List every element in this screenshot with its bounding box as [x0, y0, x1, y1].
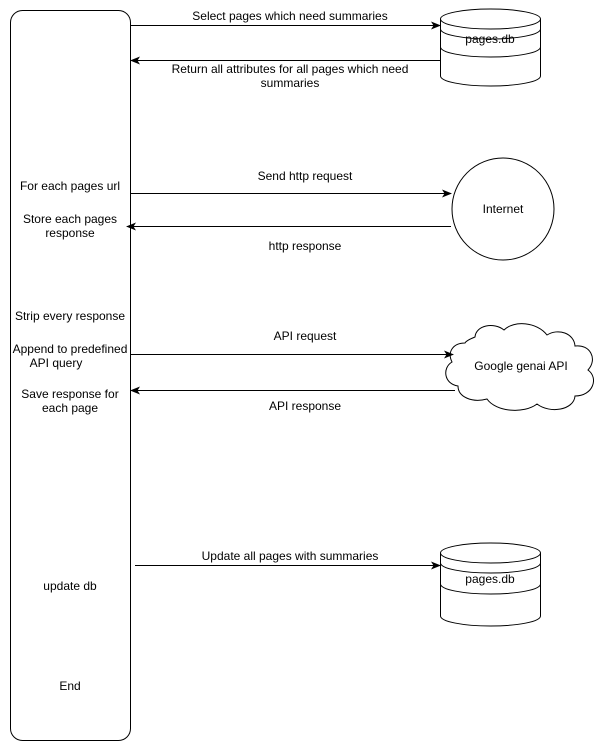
- internet-label: Internet: [483, 202, 524, 216]
- step-strip-response: Strip every response: [15, 309, 125, 323]
- database-icon-top: pages.db: [440, 8, 541, 87]
- edge-label-http-response: http response: [269, 239, 342, 253]
- process-lane: [10, 10, 131, 741]
- edge-label-send-http: Send http request: [258, 169, 353, 183]
- edge-label-return-attributes-line1: Return all attributes for all pages whic…: [172, 62, 409, 76]
- edge-label-update-pages: Update all pages with summaries: [202, 549, 379, 563]
- db-bottom-label: pages.db: [465, 572, 515, 586]
- step-append-query-line2: API query: [30, 356, 83, 370]
- db-top-label: pages.db: [465, 32, 515, 46]
- edge-label-api-request: API request: [274, 329, 337, 343]
- step-store-response-line1: Store each pages: [23, 212, 117, 226]
- step-update-db: update db: [43, 579, 97, 593]
- genai-label: Google genai API: [474, 359, 567, 373]
- edge-label-return-attributes-line2: summaries: [261, 76, 320, 90]
- step-append-query-line1: Append to predefined: [13, 342, 128, 356]
- step-store-response-line2: response: [45, 226, 95, 240]
- cloud-icon: Google genai API: [445, 323, 594, 411]
- step-end: End: [59, 679, 80, 693]
- edge-label-select-pages: Select pages which need summaries: [192, 9, 387, 23]
- internet-node: Internet: [451, 157, 555, 261]
- database-icon-bottom: pages.db: [440, 542, 541, 627]
- step-save-response-line1: Save response for: [21, 387, 118, 401]
- step-for-each-url: For each pages url: [20, 179, 120, 193]
- step-save-response-line2: each page: [42, 401, 98, 415]
- edge-label-api-response: API response: [269, 399, 341, 413]
